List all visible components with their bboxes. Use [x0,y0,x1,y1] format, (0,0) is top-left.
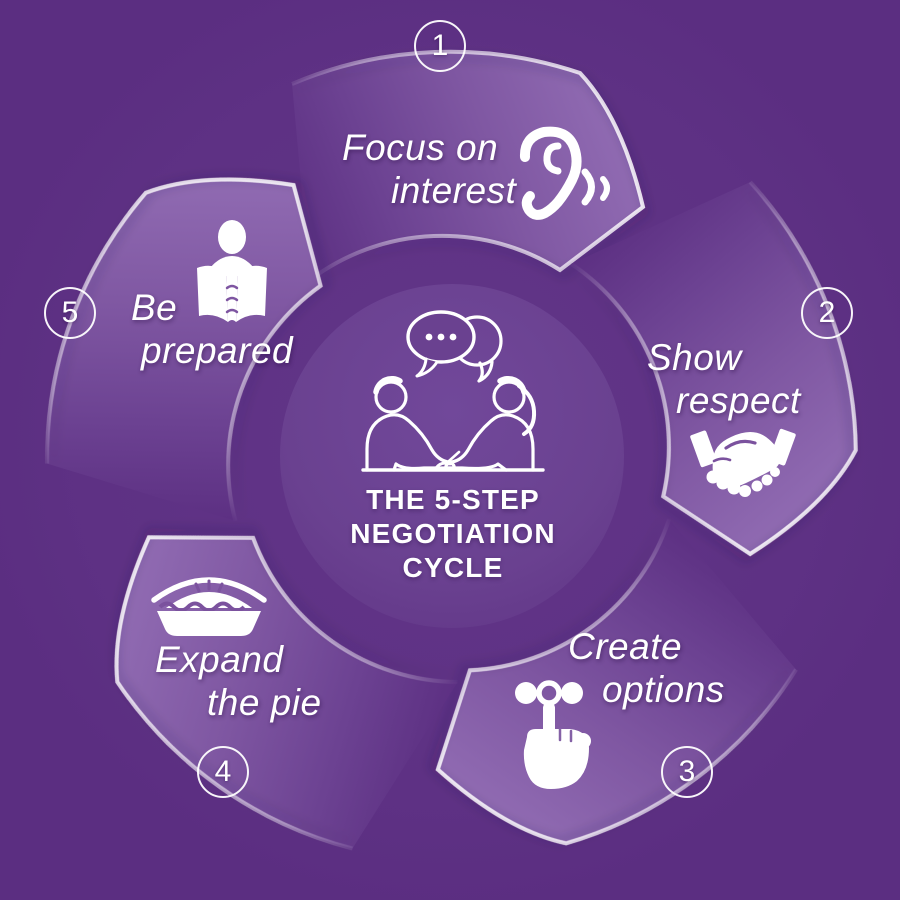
step-4-label-line2: the pie [207,682,322,723]
step-5-label-line1: Be [131,287,178,328]
step-1-label: Focus on interest [342,126,516,212]
step-2-label-line2: respect [676,380,801,421]
center-title-line2: NEGOTIATION [350,518,556,549]
step-5-label: Be prepared [131,286,293,372]
step-1-label-line1: Focus on [342,127,499,168]
step-1-label-line2: interest [391,170,517,211]
step-3-label-line2: options [602,669,725,710]
handshake-icon [690,428,796,497]
pie-icon [151,577,267,636]
ear-listening-icon [519,126,610,220]
step-2-number-badge: 2 [801,287,853,339]
two-people-conversation-icon [361,310,545,472]
step-3-label-line1: Create [568,626,683,667]
center-title-line1: THE 5-STEP [366,484,540,515]
center-title-line3: CYCLE [402,552,504,583]
center-circle [280,284,624,628]
step-4-label: Expand the pie [155,638,322,724]
step-1-number-badge: 1 [414,20,466,72]
person-reading-book-icon [197,220,267,322]
step-3-label: Create options [568,625,725,711]
step-3-number-badge: 3 [661,746,713,798]
step-2-label-line1: Show [647,337,742,378]
step-5-number-badge: 5 [44,287,96,339]
step-4-number-badge: 4 [197,746,249,798]
step-4-label-line1: Expand [155,639,284,680]
center-title: THE 5-STEP NEGOTIATION CYCLE [302,483,604,585]
step-2-label: Show respect [647,336,801,422]
step-5-label-line2: prepared [141,330,294,371]
choose-option-hand-icon [515,680,591,789]
